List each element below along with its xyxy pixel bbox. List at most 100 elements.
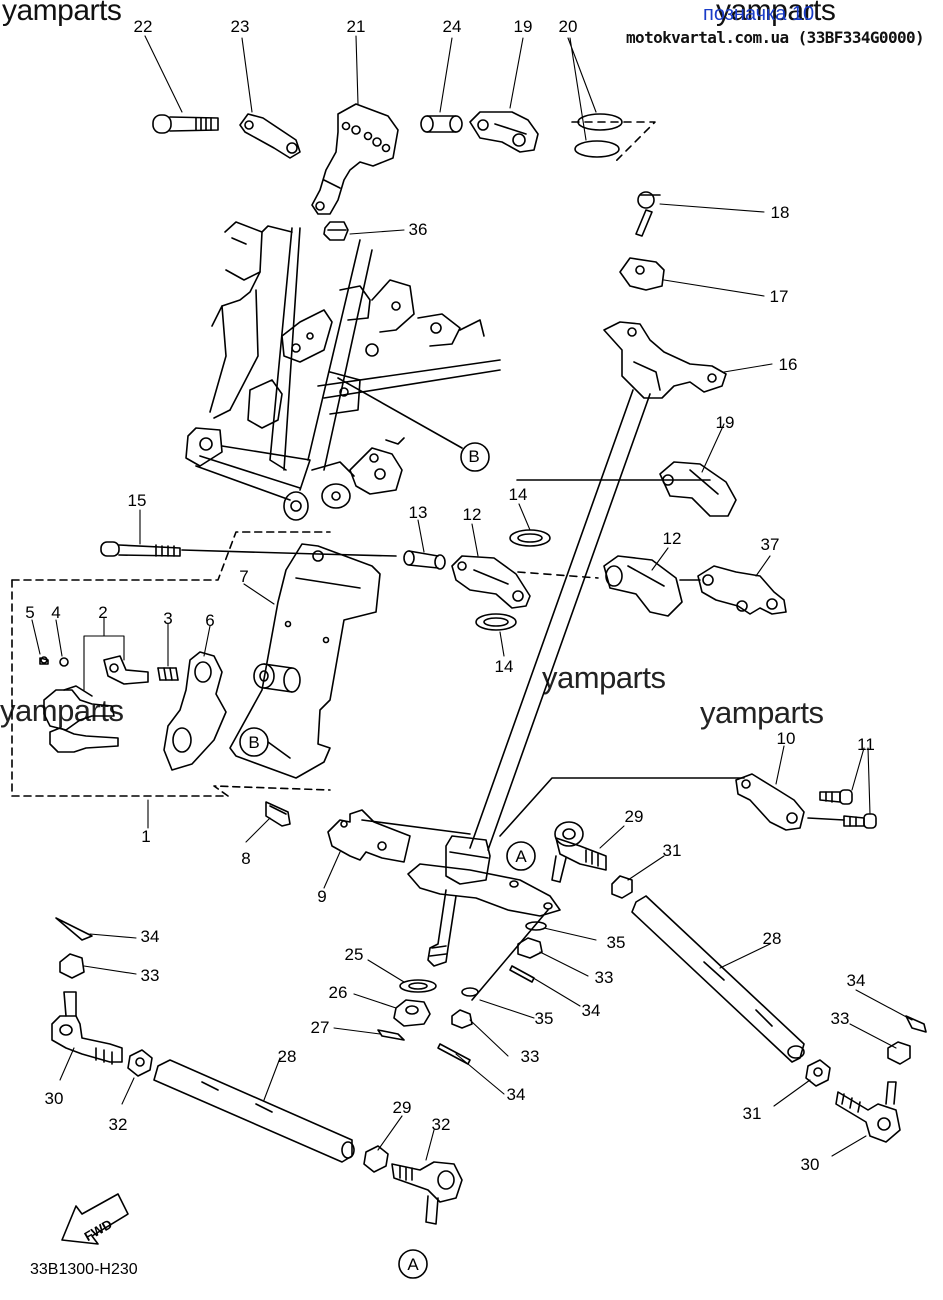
callout-14-24: 14: [495, 657, 514, 676]
nut-32-left: [127, 1049, 153, 1077]
clamp-17: [619, 257, 665, 291]
nut-33-right: [887, 1041, 911, 1065]
watermark-left: yamparts: [0, 693, 124, 728]
callout-14-12: 14: [509, 485, 528, 504]
plate-37: [697, 565, 787, 615]
cotter-pin-34-center-right: [509, 965, 535, 983]
callout-24-3: 24: [443, 17, 462, 36]
plate-7: [229, 543, 381, 779]
callout-15-13: 15: [128, 491, 147, 510]
callout-25-39: 25: [345, 945, 364, 964]
screw-5: [39, 656, 49, 665]
callout-23-1: 23: [231, 17, 250, 36]
callout-19-11: 19: [716, 413, 735, 432]
callout-33-40: 33: [595, 968, 614, 987]
callout-30-50: 30: [45, 1089, 64, 1108]
nut-4: [59, 657, 69, 667]
callout-20-5: 20: [559, 17, 578, 36]
callout-17-8: 17: [770, 287, 789, 306]
site-model-label: motokvartal.com.ua (33BF334G0000): [626, 28, 925, 47]
callout-33-49: 33: [831, 1009, 850, 1028]
callout-12-16: 12: [663, 529, 682, 548]
callout-29-33: 29: [625, 807, 644, 826]
callout-2-21: 2: [98, 603, 107, 622]
callout-34-42: 34: [582, 1001, 601, 1020]
nut-33-center-right: [517, 937, 543, 959]
callout-A-32: A: [515, 847, 527, 866]
callout-22-0: 22: [134, 17, 153, 36]
keys: [43, 685, 119, 753]
fwd-label: FWD: [82, 1216, 115, 1244]
tie-rod-end-29-right: [551, 821, 607, 883]
callout-32-51: 32: [109, 1115, 128, 1134]
ref-a-circle-upper: [506, 841, 536, 871]
callout-28-47: 28: [278, 1047, 297, 1066]
circlips-20: [574, 113, 623, 158]
collar-12-right: [603, 555, 683, 617]
callout-26-41: 26: [329, 983, 348, 1002]
callout-36-7: 36: [409, 220, 428, 239]
callout-28-35: 28: [763, 929, 782, 948]
callout-27-44: 27: [311, 1018, 330, 1037]
nut-26: [393, 999, 431, 1027]
spring-3: [157, 667, 179, 681]
callout-9-31: 9: [317, 887, 326, 906]
switch-barrel-2: [103, 655, 149, 685]
callout-34-46: 34: [507, 1085, 526, 1104]
bracket-10: [735, 773, 805, 831]
nut-31-right: [611, 875, 633, 899]
tie-rod-28-left: [153, 1059, 355, 1163]
collar-24: [420, 115, 463, 133]
callout-31-34: 31: [663, 841, 682, 860]
plate-21: [311, 103, 399, 215]
washer-14-top: [509, 529, 551, 547]
callout-33-37: 33: [141, 966, 160, 985]
holder-19-top: [469, 111, 539, 153]
washer-14-bottom: [475, 613, 517, 631]
callout-13-14: 13: [409, 503, 428, 522]
collar-12-left: [451, 555, 531, 609]
callout-12-15: 12: [463, 505, 482, 524]
bolt-11-upper: [819, 789, 853, 805]
bolt-11-lower: [843, 813, 877, 829]
bushing: [253, 663, 301, 693]
steering-shaft: [469, 191, 661, 851]
callout-30-55: 30: [801, 1155, 820, 1174]
callout-B-28: B: [248, 733, 259, 752]
callout-35-43: 35: [535, 1009, 554, 1028]
frame-structure: [185, 221, 501, 521]
callout-10-26: 10: [777, 729, 796, 748]
nut-36: [323, 221, 349, 241]
callout-21-2: 21: [347, 17, 366, 36]
diagram-code: 33B1300-H230: [30, 1261, 138, 1278]
callout-29-53: 29: [393, 1098, 412, 1117]
callout-5-19: 5: [25, 603, 34, 622]
cotter-pin-34-left: [55, 917, 93, 941]
holder-19-mid: [659, 461, 737, 517]
reference-mark-link[interactable]: позначка 10: [703, 3, 815, 25]
bracket-23: [239, 113, 301, 159]
cotter-pin-27: [377, 1029, 405, 1041]
nut-31-left: [363, 1145, 389, 1173]
plate-6: [163, 651, 227, 771]
handlebar-holder-16: [603, 321, 727, 399]
washer-25: [399, 979, 437, 993]
tie-rod-end-30-right: [835, 1081, 901, 1143]
bracket-9: [327, 809, 411, 863]
callout-7-18: 7: [239, 567, 248, 586]
ref-b-circle-upper: [460, 442, 490, 472]
tie-rod-end-30-left: [51, 991, 123, 1065]
callout-A-56: A: [407, 1255, 419, 1274]
fwd-arrow: [61, 1193, 129, 1245]
watermark-right: yamparts: [700, 695, 824, 730]
callout-34-48: 34: [847, 971, 866, 990]
callout-3-22: 3: [163, 609, 172, 628]
nut-33-left: [59, 953, 85, 979]
callout-31-52: 31: [743, 1104, 762, 1123]
brand-watermark-top-left: yamparts: [2, 0, 122, 27]
cotter-pin-34-right: [905, 1015, 927, 1033]
nut-32-right: [805, 1059, 831, 1087]
collar-13: [403, 550, 446, 570]
bolt-22: [152, 114, 219, 134]
